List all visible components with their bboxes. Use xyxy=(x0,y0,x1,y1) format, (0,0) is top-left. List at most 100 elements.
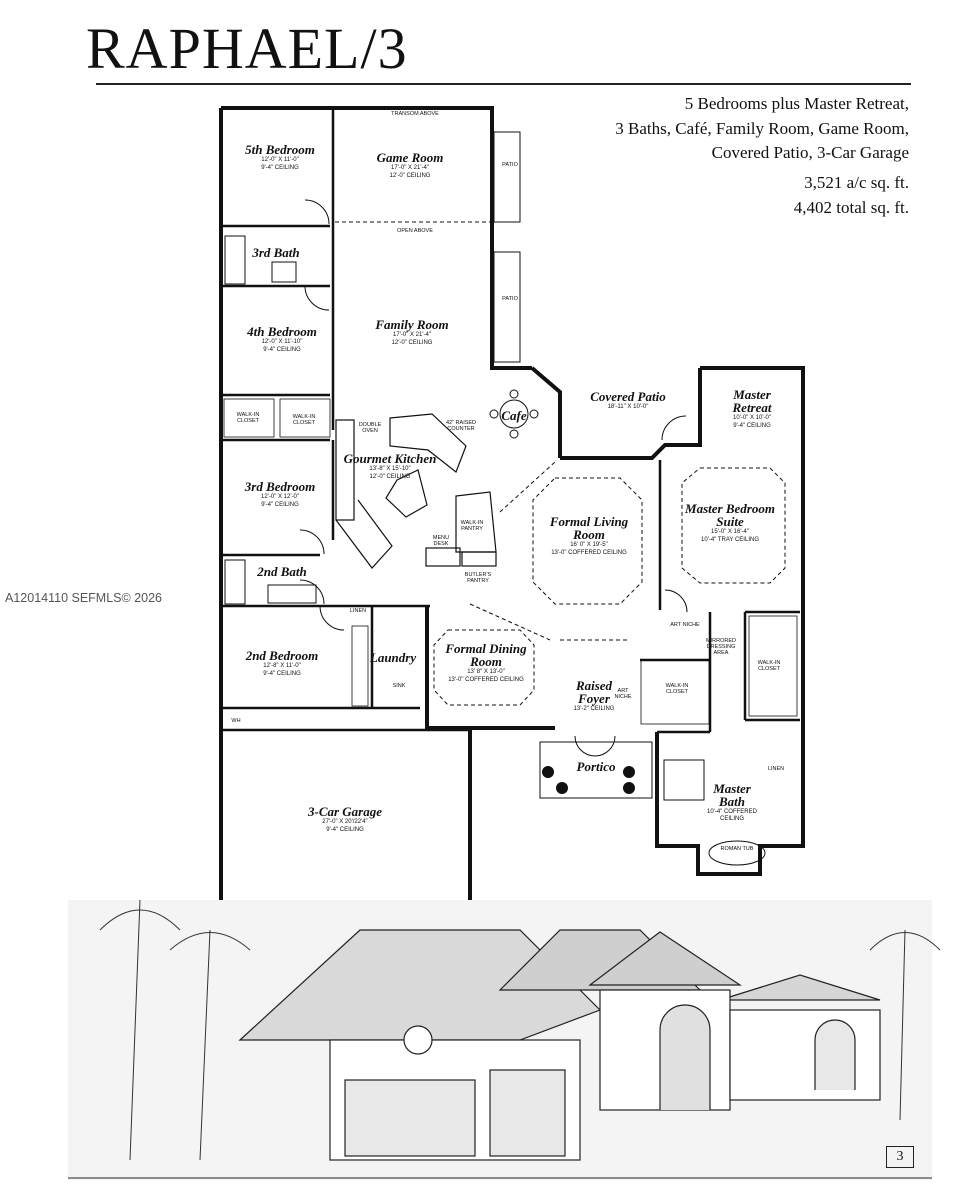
walkin-closet-label: WALK-IN CLOSET xyxy=(236,412,260,424)
cafe-table xyxy=(489,389,539,439)
room-3rd-bath: 3rd Bath xyxy=(248,246,304,259)
total-sqft: 4,402 total sq. ft. xyxy=(793,198,909,217)
room-name: 2nd Bedroom xyxy=(245,648,319,663)
bath-fixtures xyxy=(224,235,766,866)
transom-label: TRANSOM ABOVE xyxy=(391,111,439,117)
open-above-label: OPEN ABOVE xyxy=(397,228,433,234)
room-name: Master Retreat xyxy=(732,387,772,415)
portico-outline xyxy=(539,741,653,799)
room-ceiling: 12'-0" CEILING xyxy=(389,173,431,179)
room-portico: Portico xyxy=(568,760,624,773)
room-size: 13' 8" X 13'-0" xyxy=(467,669,505,675)
room-cafe: Cafe xyxy=(494,409,534,422)
square-footage: 3,521 a/c sq. ft. 4,402 total sq. ft. xyxy=(794,170,909,220)
room-name: Game Room xyxy=(376,150,444,165)
room-size: 27'-0" X 20'/22'4" xyxy=(322,819,368,825)
art-niche-label: ART NICHE xyxy=(614,688,632,700)
room-name: Raised Foyer xyxy=(575,678,613,706)
room-name: Master Bath xyxy=(713,781,751,809)
walkin-closet-label: WALK-IN CLOSET xyxy=(757,660,781,672)
room-family-room: Family Room 17'-0" X 21'-4" 12'-0" CEILI… xyxy=(352,318,472,347)
room-ceiling: 13'-2" CEILING xyxy=(573,706,615,712)
walkin-pantry-label: WALK-IN PANTRY xyxy=(460,520,484,532)
room-4th-bedroom: 4th Bedroom 12'-0" X 11'-10" 9'-4" CEILI… xyxy=(232,325,332,354)
room-game-room: Game Room 17'-0" X 21'-4" 12'-0" CEILING xyxy=(350,151,470,180)
room-size: 12'-0" X 11'-10" xyxy=(261,339,303,345)
room-name: Formal Living Room xyxy=(549,514,629,542)
ceiling-outlines xyxy=(335,221,786,706)
room-size: 16' 0" X 19'-5" xyxy=(570,542,608,548)
room-size: 15'-0" X 16'-4" xyxy=(711,529,749,535)
room-size: 12'-0" X 12'-0" xyxy=(261,494,299,500)
house-elevation xyxy=(68,899,941,1180)
room-name: Cafe xyxy=(501,408,527,423)
walkin-closet-label: WALK-IN CLOSET xyxy=(665,683,689,695)
water-heater-label: WH xyxy=(231,718,241,724)
room-name: Master Bedroom Suite xyxy=(685,501,775,529)
room-name: 5th Bedroom xyxy=(245,142,315,157)
description-line: Covered Patio, 3-Car Garage xyxy=(711,143,909,162)
room-formal-living: Formal Living Room 16' 0" X 19'-5" 13'-0… xyxy=(545,515,633,557)
patio-outlines xyxy=(493,131,521,363)
mls-watermark: A12014110 SEFMLS© 2026 xyxy=(5,591,163,605)
plan-title: RAPHAEL/3 xyxy=(86,16,408,81)
room-size: 12'-8" X 11'-0" xyxy=(263,663,301,669)
room-ceiling: 9'-4" CEILING xyxy=(326,827,364,833)
room-raised-foyer: Raised Foyer 13'-2" CEILING xyxy=(566,679,622,713)
room-3-car-garage: 3-Car Garage 27'-0" X 20'/22'4" 9'-4" CE… xyxy=(290,805,400,834)
room-ceiling: 9'-4" CEILING xyxy=(263,347,301,353)
description-line: 5 Bedrooms plus Master Retreat, xyxy=(684,94,909,113)
room-ceiling: 9'-4" CEILING xyxy=(261,502,299,508)
room-covered-patio: Covered Patio 18'-11" X 10'-0" xyxy=(576,390,680,411)
room-laundry: Laundry xyxy=(368,651,418,664)
room-name: Gourmet Kitchen xyxy=(343,451,437,466)
room-name: Portico xyxy=(576,759,616,774)
double-oven-label: DOUBLE OVEN xyxy=(358,422,382,434)
room-name: 3rd Bedroom xyxy=(244,479,316,494)
room-name: Formal Dining Room xyxy=(445,641,527,669)
room-ceiling: 10'-4" COFFERED CEILING xyxy=(707,809,757,822)
room-name: Laundry xyxy=(369,650,417,665)
patio-label-lower: PATIO xyxy=(502,296,518,302)
room-size: 18'-11" X 10'-0" xyxy=(607,404,649,410)
room-name: 3-Car Garage xyxy=(307,804,383,819)
room-3rd-bedroom: 3rd Bedroom 12'-0" X 12'-0" 9'-4" CEILIN… xyxy=(232,480,328,509)
room-ceiling: 9'-4" CEILING xyxy=(263,671,301,677)
room-2nd-bedroom: 2nd Bedroom 12'-8" X 11'-0" 9'-4" CEILIN… xyxy=(232,649,332,678)
palm-trees xyxy=(99,899,941,1161)
sink-label: SINK xyxy=(392,683,406,689)
room-2nd-bath: 2nd Bath xyxy=(250,565,314,578)
room-name: Covered Patio xyxy=(590,389,666,404)
linen-label: LINEN xyxy=(349,608,367,614)
kitchen-fixtures xyxy=(335,413,497,569)
patio-label-upper: PATIO xyxy=(502,162,518,168)
room-name: 3rd Bath xyxy=(252,245,300,260)
interior-walls xyxy=(221,110,800,734)
room-ceiling: 10'-4" TRAY CEILING xyxy=(701,537,759,543)
room-name: 4th Bedroom xyxy=(247,324,317,339)
room-size: 10'-0" X 10'-0" xyxy=(733,415,771,421)
room-master-retreat: Master Retreat 10'-0" X 10'-0" 9'-4" CEI… xyxy=(716,388,788,430)
closet-shelving xyxy=(223,398,798,725)
roman-tub-label: ROMAN TUB xyxy=(720,846,754,852)
linen-label: LINEN xyxy=(767,766,785,772)
room-5th-bedroom: 5th Bedroom 12'-0" X 11'-0" 9'-4" CEILIN… xyxy=(232,143,328,172)
room-ceiling: 13'-0" COFFERED CEILING xyxy=(551,550,627,556)
room-formal-dining: Formal Dining Room 13' 8" X 13'-0" 13'-0… xyxy=(440,642,532,684)
room-size: 12'-0" X 11'-0" xyxy=(261,157,299,163)
walkin-closet-label: WALK-IN CLOSET xyxy=(292,414,316,426)
room-name: Family Room xyxy=(375,317,449,332)
room-master-suite: Master Bedroom Suite 15'-0" X 16'-4" 10'… xyxy=(680,502,780,544)
room-ceiling: 9'-4" CEILING xyxy=(261,165,299,171)
description-line: 3 Baths, Café, Family Room, Game Room, xyxy=(615,118,909,138)
room-name: 2nd Bath xyxy=(257,564,307,579)
raised-counter-label: 42" RAISED COUNTER xyxy=(445,420,477,432)
room-ceiling: 12'-0" CEILING xyxy=(391,340,433,346)
butlers-pantry-label: BUTLER'S PANTRY xyxy=(464,572,492,584)
room-size: 17'-0" X 21'-4" xyxy=(393,332,431,338)
mirrored-dressing-label: MIRRORED DRESSING AREA xyxy=(706,638,736,656)
room-ceiling: 12'-0" CEILING xyxy=(369,474,411,480)
room-size: 17'-0" X 21'-4" xyxy=(391,165,429,171)
plan-description: 5 Bedrooms plus Master Retreat, 3 Baths,… xyxy=(615,92,909,166)
ac-sqft: 3,521 a/c sq. ft. xyxy=(804,173,909,192)
